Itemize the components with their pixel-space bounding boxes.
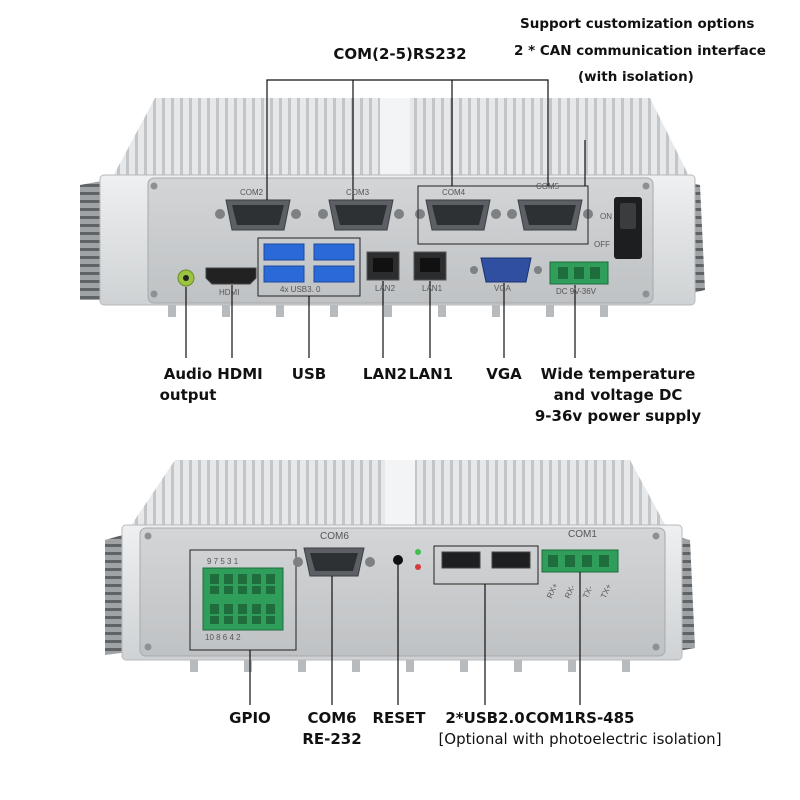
label-lan2: LAN2 [362,365,408,383]
can-interface-note: 2 * CAN communication interface [514,43,766,59]
screw-icon [150,290,158,298]
lan1-port [413,251,447,281]
dc-terminal-screw [574,267,584,279]
label-hdmi: HDMI [217,365,263,383]
screw-icon [144,532,152,540]
top-feet [168,305,608,317]
usb2-port [491,551,531,569]
screw-icon [652,532,660,540]
screw-icon [144,643,152,651]
com1-terminal-screw [565,555,575,567]
com3-db9-connector [318,199,404,231]
label-gpio: GPIO [229,709,271,727]
top-chassis [80,98,705,317]
silk-com2: COM2 [240,188,264,197]
silk-com5: COM5 [536,182,560,191]
customization-header: Support customization options [520,16,755,32]
silk-lan1: LAN1 [422,284,443,293]
silk-vga: VGA [494,284,511,293]
com5-db9-connector [507,199,593,231]
hdmi-port [205,267,257,285]
usb3-port [263,243,305,261]
usb3-port [263,265,305,283]
dc-terminal-screw [558,267,568,279]
top-callout-lines [185,79,586,358]
dc-terminal-screw [590,267,600,279]
screw-icon [652,643,660,651]
audio-jack-hole [183,275,189,281]
silk-usb: 4x USB3. 0 [280,285,321,294]
bottom-feet [190,660,630,672]
silk-lan2: LAN2 [375,284,396,293]
usb2-port [441,551,481,569]
power-switch-rocker [620,203,636,229]
vga-port [470,257,542,283]
com1-terminal-screw [548,555,558,567]
gpio-group-box [189,549,297,651]
usb3-port [313,265,355,283]
usb3-ports [263,243,355,283]
label-com1: COM1RS-485 [525,709,635,727]
label-power-line3: 9-36v power supply [534,407,702,425]
com4-db9-connector [415,199,501,231]
label-usb: USB [291,365,327,383]
power-led [415,549,421,555]
com1-terminal-screw [582,555,592,567]
label-usb2: 2*USB2.0 [445,709,525,727]
usb2-group-box [433,545,539,585]
silk-hdmi: HDMI [219,288,240,297]
label-reset: RESET [372,709,426,727]
silk-com3: COM3 [346,188,370,197]
silk-dc: DC 9V-36V [556,287,597,296]
label-power-line2: and voltage DC [553,386,683,404]
top-heatsink-channel [380,98,410,178]
label-com6-line2: RE-232 [302,730,362,748]
label-power-line1: Wide temperature [540,365,696,383]
can-option-box [417,185,589,245]
com6-db9-connector [293,547,375,577]
com2-db9-connector [215,199,301,231]
label-audio-line2: output [159,386,217,404]
label-com6-line1: COM6 [307,709,357,727]
silk-com6: COM6 [320,531,349,542]
silk-gpio-bottom: 10 8 6 4 2 [205,633,241,642]
bottom-callout-lines [249,565,581,705]
silk-com1: COM1 [568,529,597,540]
gpio-pins [210,574,275,624]
isolation-note: (with isolation) [578,69,694,85]
hdd-led [415,564,421,570]
screw-icon [642,182,650,190]
silk-off: OFF [594,240,610,249]
screw-icon [150,182,158,190]
label-lan1: LAN1 [408,365,454,383]
label-audio-line1: Audio [163,365,213,383]
screw-icon [642,290,650,298]
lan2-port [366,251,400,281]
usb3-port [313,243,355,261]
silk-com4: COM4 [442,188,466,197]
bottom-chassis [105,460,695,672]
reset-button [393,555,403,565]
silk-gpio-top: 9 7 5 3 1 [207,557,239,566]
bottom-heatsink-channel [385,460,415,530]
com-group-label: COM(2-5)RS232 [333,45,467,63]
silk-on: ON [600,212,612,221]
label-optional-isolation: [Optional with photoelectric isolation] [438,730,722,748]
label-vga: VGA [486,365,522,383]
com1-terminal-screw [599,555,609,567]
